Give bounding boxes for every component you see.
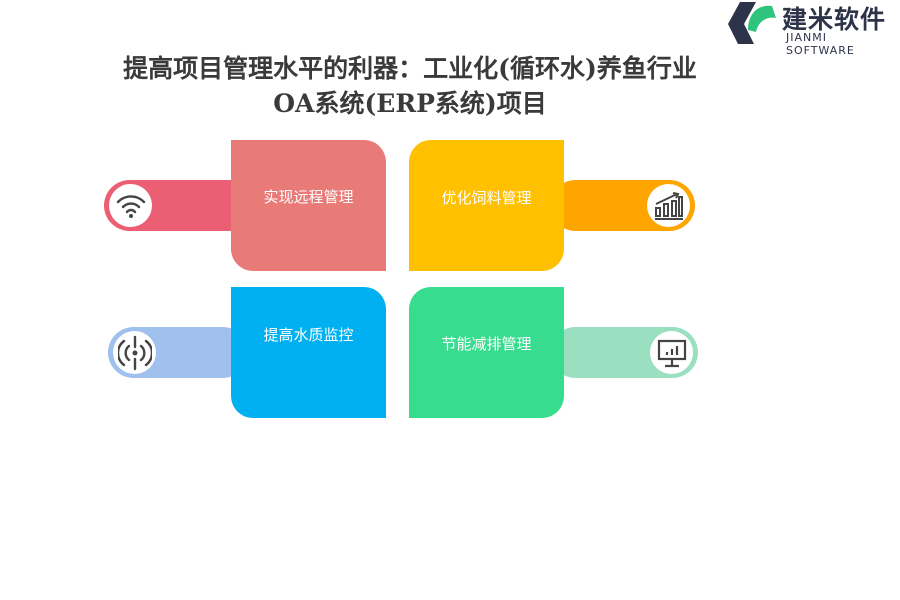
card-label: 优化饲料管理	[441, 189, 532, 207]
brand-logo: 建米软件 JIANMI SOFTWARE	[726, 0, 900, 57]
pill-remote-management	[104, 180, 254, 231]
card-feed-management: 优化饲料管理	[409, 140, 564, 271]
pill-energy-saving	[550, 327, 698, 378]
bar-chart-growth-icon	[647, 184, 690, 227]
card-water-quality: 提高水质监控	[231, 287, 386, 418]
wifi-icon	[109, 184, 152, 227]
card-label: 实现远程管理	[263, 188, 354, 206]
signal-broadcast-icon	[113, 331, 156, 374]
page-title-line1: 提高项目管理水平的利器：工业化(循环水)养鱼行业	[123, 54, 697, 83]
logo-mark-icon	[728, 2, 776, 44]
pill-feed-management	[550, 180, 695, 231]
page-title-line2: OA系统(ERP系统)项目	[273, 89, 547, 118]
logo-text-cn: 建米软件	[782, 5, 887, 34]
card-label: 节能减排管理	[441, 335, 532, 353]
card-remote-management: 实现远程管理	[231, 140, 386, 271]
monitor-chart-icon	[650, 331, 693, 374]
logo-text-en: JIANMI SOFTWARE	[786, 31, 855, 57]
card-label: 提高水质监控	[263, 326, 354, 344]
pill-water-quality	[108, 327, 248, 378]
card-energy-saving: 节能减排管理	[409, 287, 564, 418]
